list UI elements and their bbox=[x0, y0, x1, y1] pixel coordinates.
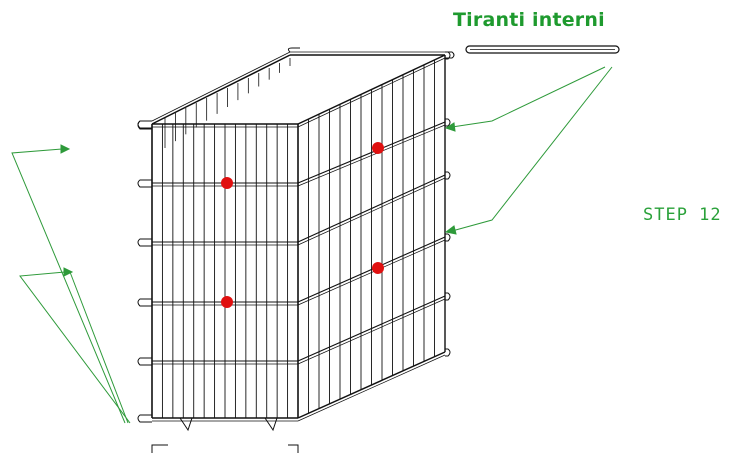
arrow-left-lower bbox=[19, 267, 131, 424]
arrow-left-upper bbox=[11, 144, 126, 424]
diagram-title: Tiranti interni bbox=[453, 9, 605, 31]
back-panel bbox=[164, 58, 291, 148]
wire-mesh-basket bbox=[137, 47, 455, 432]
bottom-frame-fragment bbox=[151, 444, 299, 453]
arrow-to-upper-side-tie bbox=[444, 66, 606, 132]
tie-marker bbox=[221, 296, 233, 308]
callout-arrows bbox=[11, 66, 613, 424]
top-edge bbox=[137, 47, 455, 130]
side-panel bbox=[297, 51, 451, 422]
arrow-left-lower-branch bbox=[69, 271, 129, 424]
tie-marker bbox=[372, 262, 384, 274]
tie-markers bbox=[221, 142, 384, 308]
tie-marker bbox=[372, 142, 384, 154]
front-panel bbox=[137, 120, 299, 432]
arrow-to-lower-side-tie bbox=[444, 66, 613, 235]
tie-marker bbox=[221, 177, 233, 189]
step-label: STEP 12 bbox=[643, 205, 722, 225]
tie-rod-icon bbox=[465, 45, 620, 54]
